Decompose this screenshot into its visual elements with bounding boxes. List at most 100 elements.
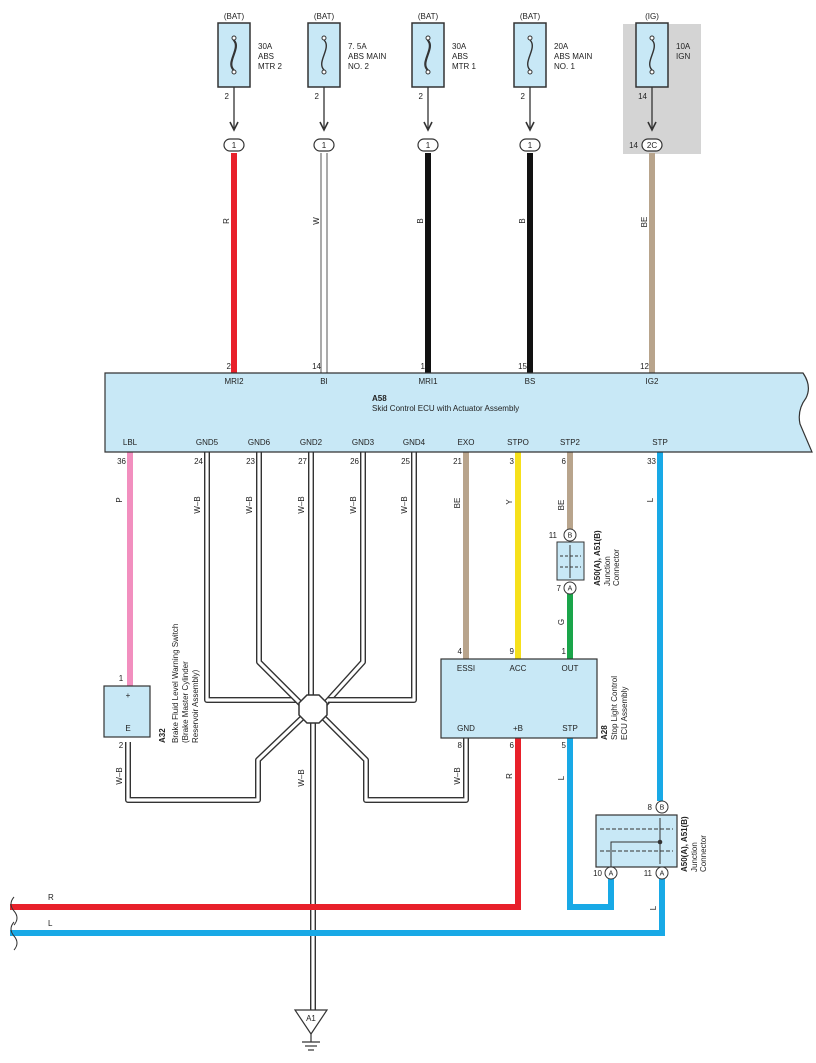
stop-ecu-pin: 8 — [458, 741, 463, 750]
fuse-terminal — [321, 35, 327, 41]
fuse-name: ABS — [452, 52, 468, 61]
fuse-name: ABS MAIN — [348, 52, 386, 61]
fuse-icon — [231, 39, 237, 71]
ground-network — [125, 452, 469, 1010]
ecu-pin: 6 — [562, 457, 567, 466]
jc-top-pin-out: 7 — [557, 584, 562, 593]
fuse-terminal — [231, 35, 237, 41]
jc-bottom-pin-left: 10 — [593, 869, 602, 878]
junction-connector-top: B 11 A 7 A50(A), A51(B) Junction Connect… — [549, 528, 621, 595]
stop-ecu-pin: 5 — [562, 741, 567, 750]
jc-bottom-name2: Connector — [699, 835, 708, 872]
wire-color-label: B — [518, 218, 527, 223]
wire-color-label: BE — [557, 500, 566, 511]
fuse-terminal — [231, 69, 237, 75]
wire-r-label: R — [48, 893, 54, 902]
jc-bottom-letter-top-badge — [655, 800, 669, 814]
connector-pill — [223, 138, 245, 152]
stop-ecu-terminal: STP — [562, 724, 578, 733]
fuse-amp: 10A — [676, 42, 691, 51]
fuse-amp: 30A — [258, 42, 273, 51]
arrow-icon — [229, 121, 239, 132]
fuse-pin: 2 — [225, 92, 230, 101]
fuse-terminal — [321, 69, 327, 75]
wire-color-label: W–B — [297, 496, 306, 513]
ecu-pin: 12 — [640, 362, 649, 371]
ecu-pin: 24 — [194, 457, 203, 466]
arrow-icon — [319, 121, 329, 132]
fuse-terminal — [649, 35, 655, 41]
wire-l-out — [10, 879, 665, 936]
ecu-body — [104, 372, 813, 453]
wire-color-label: W–B — [245, 496, 254, 513]
fuse-icon — [424, 39, 430, 71]
fuse-icon — [527, 39, 533, 71]
wire-color-label: W–B — [193, 496, 202, 513]
stop-ecu-body — [440, 658, 598, 739]
stop-ecu-pin: 6 — [510, 741, 515, 750]
switch-name2: (Brake Master Cylinder — [181, 661, 190, 743]
ecu-terminal: IG2 — [646, 377, 659, 386]
ground-code: A1 — [306, 1014, 316, 1023]
skid-control-ecu: A58 Skid Control ECU with Actuator Assem… — [104, 372, 813, 453]
arrow-icon — [423, 121, 433, 132]
ecu-pin: 1 — [421, 362, 426, 371]
fuse-name: NO. 1 — [554, 62, 575, 71]
fuse-amp: 7. 5A — [348, 42, 367, 51]
ecu-terminal: LBL — [123, 438, 138, 447]
ecu-name: Skid Control ECU with Actuator Assembly — [372, 404, 519, 413]
stop-ecu-terminal: +B — [513, 724, 523, 733]
fuse-name: ABS MAIN — [554, 52, 592, 61]
fuse-name: MTR 2 — [258, 62, 283, 71]
fuse-name: IGN — [676, 52, 690, 61]
junction-connector-bottom: B 8 A 10 A 11 A50(A), A51(B) Junction Co… — [593, 800, 708, 880]
fuse-pin: 2 — [315, 92, 320, 101]
fuse-name: NO. 2 — [348, 62, 369, 71]
wire-gnd4-outline — [328, 452, 417, 703]
stop-ecu-code: A28 — [600, 725, 609, 740]
jc-top-name1: Junction — [603, 556, 612, 586]
ecu-code: A58 — [372, 394, 387, 403]
ecu-pin: 25 — [401, 457, 410, 466]
ecu-terminal: GND6 — [248, 438, 271, 447]
ground-junction-octagon — [298, 694, 328, 724]
stop-ecu-name1: Stop Light Control — [610, 676, 619, 740]
connector-pin: 14 — [629, 141, 638, 150]
connector-number: 1 — [426, 141, 431, 150]
ecu-pin: 27 — [298, 457, 307, 466]
jc-top-name2: Connector — [612, 549, 621, 586]
wire-l-label: L — [48, 919, 53, 928]
stop-ecu-pin: 9 — [510, 647, 515, 656]
fuse-pin: 14 — [638, 92, 647, 101]
fuse-box — [217, 22, 251, 88]
fuse-name: MTR 1 — [452, 62, 477, 71]
fuse-source: (BAT) — [520, 12, 541, 21]
jc-bottom-body — [595, 814, 678, 868]
connector-pill — [519, 138, 541, 152]
fuse-source: (BAT) — [314, 12, 335, 21]
jc-top-pin-in: 11 — [549, 531, 558, 540]
connector-pill — [313, 138, 335, 152]
wire-switch-ground-outline — [125, 715, 305, 803]
stop-ecu-terminal: ACC — [510, 664, 527, 673]
switch-pin-top: 1 — [119, 674, 124, 683]
jc-bottom-pin-right: 11 — [644, 869, 653, 878]
fuse-name: ABS — [258, 52, 274, 61]
ecu-terminal: STPO — [507, 438, 529, 447]
jc-bottom-letter-top: B — [660, 805, 665, 812]
ecu-terminal: GND4 — [403, 438, 426, 447]
ecu-terminal: STP — [652, 438, 668, 447]
ecu-pin: 33 — [647, 457, 656, 466]
wire-color-label: P — [115, 497, 124, 502]
wire-break-marks — [10, 896, 18, 951]
switch-e: E — [125, 724, 130, 733]
stop-ecu-terminal: ESSI — [457, 664, 475, 673]
ecu-terminal: BS — [525, 377, 536, 386]
wire-plus-b — [10, 738, 521, 910]
wire-color-label: W–B — [115, 767, 124, 784]
wire-stop-stp — [567, 738, 614, 910]
wire-gnd6 — [257, 452, 303, 706]
fuse-icon — [230, 39, 236, 71]
fuse-terminal — [527, 69, 533, 75]
